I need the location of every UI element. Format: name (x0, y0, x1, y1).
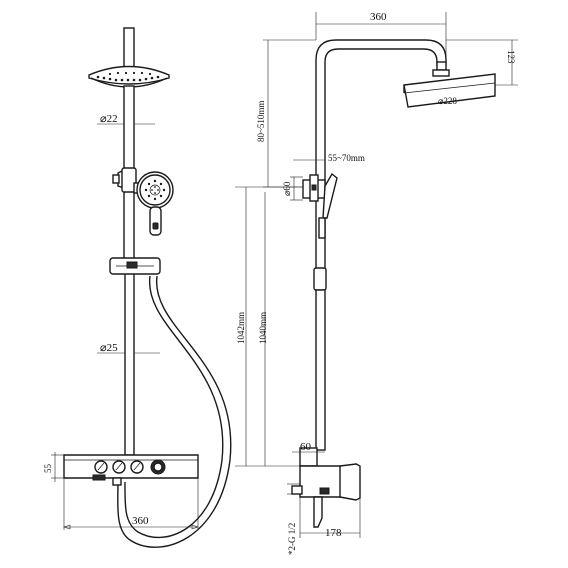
side-lower-pipe (315, 289, 326, 451)
side-depth-178-label: 178 (325, 527, 342, 539)
front-view: ⌀22 ⌀25 55 360 (43, 27, 232, 548)
front-dimensions: ⌀22 ⌀25 55 360 (43, 113, 199, 530)
front-lower-pipe (124, 261, 135, 456)
side-dia-60-label: ⌀60 (282, 181, 292, 196)
side-height-123-label: 123 (506, 50, 516, 64)
front-hose (117, 275, 232, 548)
side-width-360-label: 360 (370, 11, 387, 23)
side-wall-60-label: 60 (300, 441, 312, 453)
front-hand-shower (133, 171, 174, 236)
side-hand-shower (322, 172, 338, 219)
side-thermostat (291, 447, 361, 528)
side-h-1042-label: 1042mm (236, 312, 246, 344)
side-h-1040-label: 1040mm (258, 312, 268, 344)
side-dimensions: 360 123 ⌀228 80~510mm 55~70mm ⌀60 (235, 11, 518, 555)
front-slide-holder (109, 257, 161, 275)
side-adj-55-70-label: 55~70mm (328, 153, 365, 163)
side-arm-80-510-label: 80~510mm (256, 101, 266, 142)
side-thread-label: *2-G 1/2 (287, 523, 297, 555)
side-view: 360 123 ⌀228 80~510mm 55~70mm ⌀60 (235, 11, 518, 555)
front-dia-25-label: ⌀25 (100, 342, 118, 354)
front-width-360-label: 360 (132, 515, 149, 527)
front-thermostat-box (63, 454, 199, 486)
front-rain-head (88, 65, 170, 88)
side-dia-228-label: ⌀228 (438, 96, 457, 106)
front-height-55-label: 55 (43, 464, 53, 474)
front-dia-22-label: ⌀22 (100, 113, 118, 125)
side-rain-head (403, 73, 496, 108)
side-overhead-arm (315, 39, 447, 192)
